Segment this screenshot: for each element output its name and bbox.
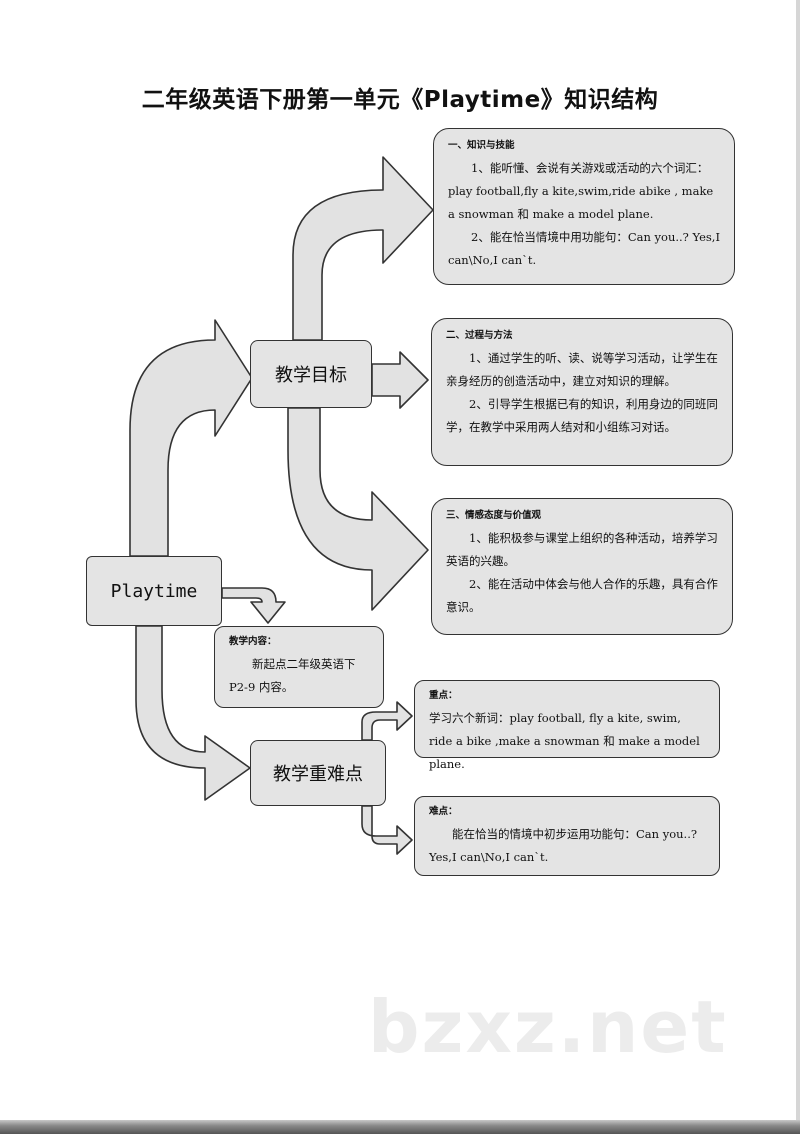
- content-heading: 教学内容：: [229, 636, 277, 647]
- attitude-item-1: 1、能积极参与课堂上组织的各种活动，培养学习英语的兴趣。: [446, 531, 718, 568]
- key-points-node: 教学重难点: [250, 740, 386, 806]
- attitude-heading: 三、情感态度与价值观: [446, 510, 542, 521]
- page-title: 二年级英语下册第一单元《Playtime》知识结构: [141, 87, 659, 113]
- content-box: 教学内容： 新起点二年级英语下 P2-9 内容。: [214, 626, 384, 708]
- content-text: 新起点二年级英语下 P2-9 内容。: [229, 657, 356, 694]
- arrow-keypoints-to-focus: [361, 701, 413, 741]
- process-item-2: 2、引导学生根据已有的知识，利用身边的同班同学，在教学中采用两人结对和小组练习对…: [446, 397, 718, 434]
- arrow-root-to-content: [221, 587, 286, 624]
- knowledge-item-2: 2、能在恰当情境中用功能句：Can you..? Yes,I can\No,I …: [448, 230, 720, 267]
- page-edge: [796, 0, 800, 1120]
- difficulty-box: 难点： 能在恰当的情境中初步运用功能句：Can you..? Yes,I can…: [414, 796, 720, 876]
- goals-node: 教学目标: [250, 340, 372, 408]
- process-box: 二、过程与方法 1、通过学生的听、读、说等学习活动，让学生在亲身经历的创造活动中…: [431, 318, 733, 466]
- attitude-item-2: 2、能在活动中体会与他人合作的乐趣，具有合作意识。: [446, 577, 718, 614]
- process-item-1: 1、通过学生的听、读、说等学习活动，让学生在亲身经历的创造活动中，建立对知识的理…: [446, 351, 718, 388]
- arrow-root-to-goals: [129, 319, 253, 557]
- root-node: Playtime: [86, 556, 222, 626]
- process-heading: 二、过程与方法: [446, 330, 513, 341]
- watermark: bzxz.net: [368, 985, 728, 1069]
- arrow-keypoints-to-difficulty: [361, 805, 413, 855]
- knowledge-box: 一、知识与技能 1、能听懂、会说有关游戏或活动的六个词汇：play footba…: [433, 128, 735, 285]
- focus-box: 重点： 学习六个新词：play football, fly a kite, sw…: [414, 680, 720, 771]
- arrow-goals-to-attitude: [287, 407, 429, 611]
- arrow-root-to-keypoints: [135, 625, 251, 801]
- arrow-goals-to-knowledge: [292, 156, 434, 341]
- attitude-box: 三、情感态度与价值观 1、能积极参与课堂上组织的各种活动，培养学习英语的兴趣。 …: [431, 498, 733, 635]
- difficulty-heading: 难点：: [429, 806, 458, 817]
- focus-text: 学习六个新词：play football, fly a kite, swim, …: [429, 711, 700, 771]
- arrow-goals-to-process: [371, 351, 429, 409]
- knowledge-item-1: 1、能听懂、会说有关游戏或活动的六个词汇：play football,fly a…: [448, 161, 714, 221]
- footer-bar: [0, 1120, 800, 1134]
- difficulty-text: 能在恰当的情境中初步运用功能句：Can you..? Yes,I can\No,…: [429, 827, 698, 864]
- knowledge-heading: 一、知识与技能: [448, 140, 515, 151]
- focus-heading: 重点：: [429, 690, 458, 701]
